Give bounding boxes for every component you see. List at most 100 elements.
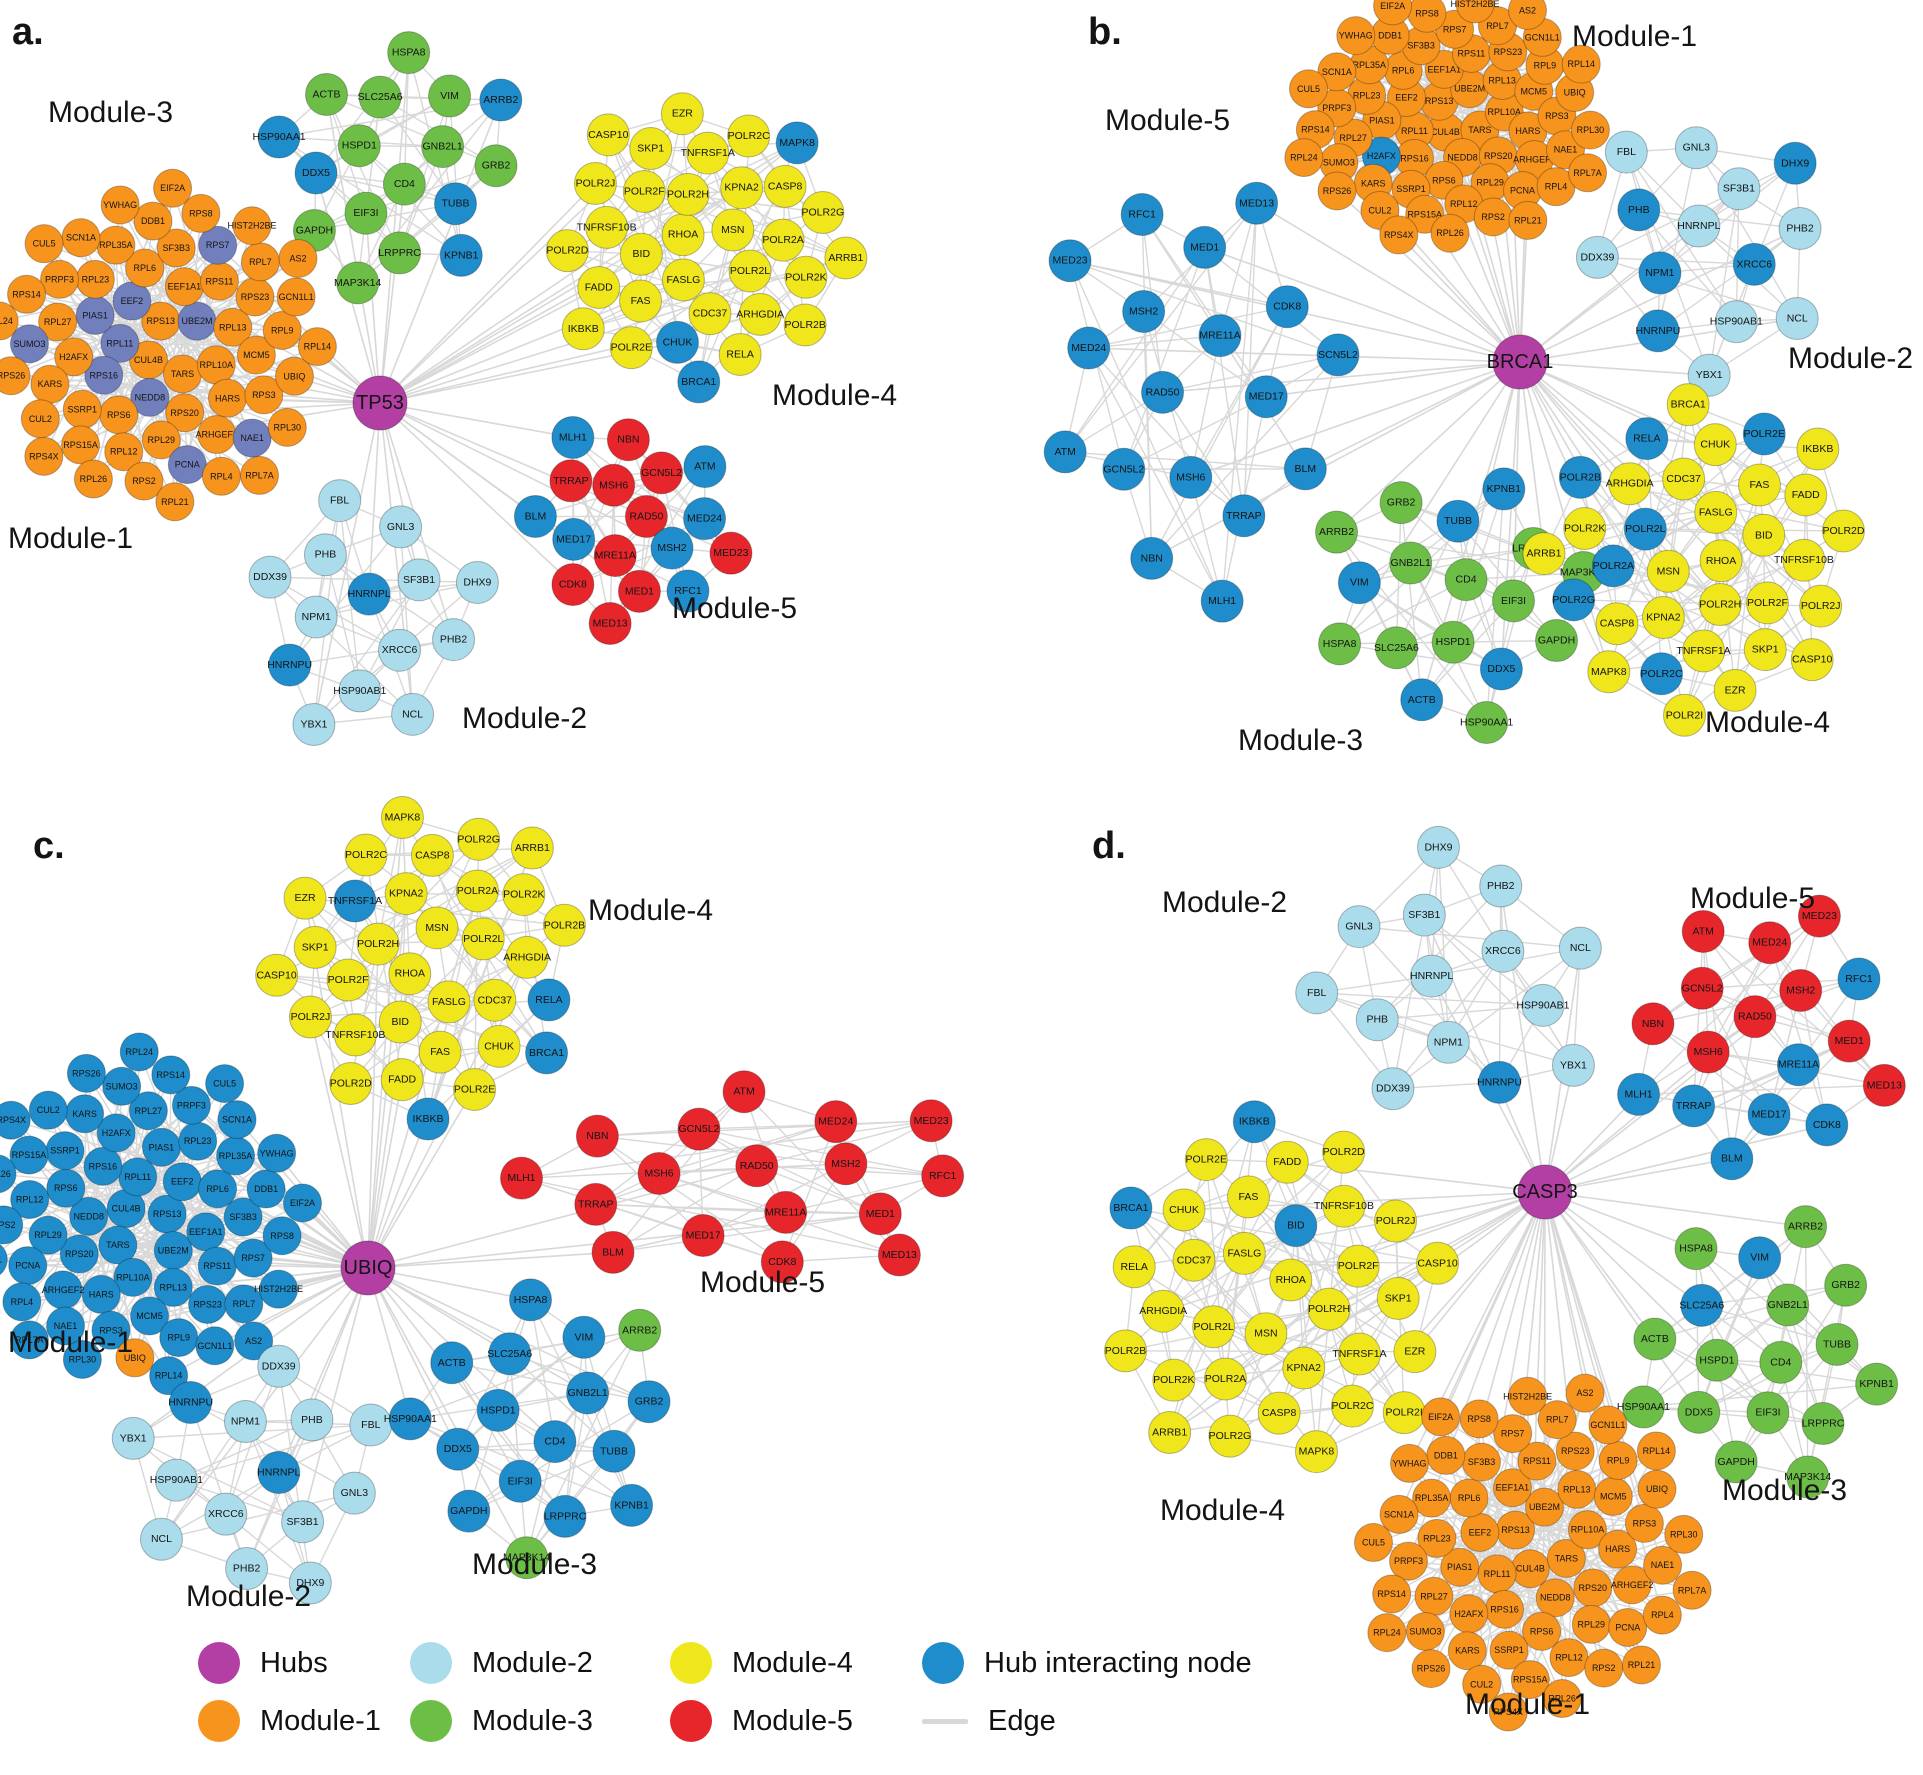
graph-node[interactable] [201, 456, 241, 496]
graph-node[interactable] [9, 1320, 49, 1360]
graph-node[interactable] [1322, 1184, 1366, 1228]
graph-node[interactable] [1682, 629, 1726, 673]
graph-node[interactable] [358, 75, 402, 119]
graph-node[interactable] [457, 817, 501, 861]
graph-node[interactable] [575, 1114, 619, 1158]
graph-node[interactable] [326, 958, 370, 1002]
graph-node[interactable] [1200, 579, 1244, 623]
graph-node[interactable] [1759, 1340, 1803, 1384]
graph-node[interactable] [153, 1267, 193, 1307]
graph-node[interactable] [406, 1097, 450, 1141]
graph-node[interactable] [1837, 957, 1881, 1001]
graph-node[interactable] [1337, 905, 1381, 949]
graph-node[interactable] [1608, 462, 1652, 506]
graph-node[interactable] [498, 1459, 542, 1503]
graph-node[interactable] [24, 436, 64, 476]
graph-node[interactable] [618, 1308, 662, 1352]
graph-node[interactable] [718, 332, 762, 376]
graph-node[interactable] [1162, 1188, 1206, 1232]
graph-node[interactable] [62, 1339, 102, 1379]
graph-node[interactable] [1507, 0, 1547, 30]
graph-node[interactable] [1551, 1043, 1595, 1087]
graph-node[interactable] [9, 324, 49, 364]
graph-node[interactable] [124, 461, 164, 501]
graph-node[interactable] [59, 1234, 99, 1274]
graph-node[interactable] [288, 1561, 332, 1605]
graph-node[interactable] [1183, 225, 1227, 269]
graph-node[interactable] [720, 166, 764, 210]
graph-node[interactable] [677, 360, 721, 404]
graph-node[interactable] [1643, 1545, 1683, 1585]
graph-node[interactable] [378, 231, 422, 275]
graph-node[interactable] [1674, 1227, 1718, 1271]
graph-node[interactable] [1631, 1002, 1675, 1046]
graph-node[interactable] [1714, 1440, 1758, 1484]
graph-node[interactable] [1617, 188, 1661, 232]
graph-node[interactable] [1714, 300, 1758, 344]
graph-node[interactable] [1743, 628, 1787, 672]
graph-node[interactable] [1778, 206, 1822, 250]
graph-node[interactable] [1257, 1391, 1301, 1435]
graph-node[interactable] [1595, 602, 1639, 646]
graph-node[interactable] [727, 114, 771, 158]
graph-node[interactable] [428, 74, 472, 118]
graph-node[interactable] [1307, 1287, 1351, 1331]
graph-node[interactable] [500, 1156, 544, 1200]
graph-node[interactable] [477, 1024, 521, 1068]
graph-node[interactable] [1488, 1692, 1528, 1732]
graph-node[interactable] [722, 1070, 766, 1114]
graph-node[interactable] [1827, 1019, 1871, 1063]
graph-node[interactable] [1801, 1402, 1845, 1446]
graph-node[interactable] [1565, 1373, 1605, 1413]
graph-node[interactable] [332, 1471, 376, 1515]
graph-node[interactable] [1371, 1067, 1415, 1111]
graph-node[interactable] [763, 164, 807, 208]
graph-node[interactable] [1568, 153, 1608, 193]
graph-node[interactable] [0, 301, 19, 341]
graph-node[interactable] [338, 669, 382, 713]
graph-node[interactable] [921, 1154, 965, 1198]
graph-node[interactable] [1575, 235, 1619, 279]
graph-node[interactable] [1623, 507, 1667, 551]
graph-node[interactable] [629, 127, 673, 171]
graph-node[interactable] [1598, 1440, 1638, 1480]
graph-node[interactable] [1680, 1283, 1724, 1327]
graph-node[interactable] [1510, 1660, 1550, 1700]
graph-node[interactable] [83, 1146, 123, 1186]
graph-node[interactable] [1588, 1405, 1628, 1445]
graph-node[interactable] [1269, 1258, 1313, 1302]
graph-node[interactable] [1172, 1238, 1216, 1282]
graph-node[interactable] [418, 1030, 462, 1074]
graph-node[interactable] [1672, 1084, 1716, 1128]
graph-node[interactable] [1284, 138, 1324, 178]
graph-node[interactable] [1295, 971, 1339, 1015]
graph-node[interactable] [1624, 1503, 1664, 1543]
graph-node[interactable] [1799, 584, 1843, 628]
graph-node[interactable] [336, 261, 380, 305]
graph-node[interactable] [1638, 251, 1682, 295]
graph-node[interactable] [1374, 1199, 1418, 1243]
graph-node[interactable] [1664, 1514, 1704, 1554]
graph-node[interactable] [588, 601, 632, 645]
graph-node[interactable] [1122, 289, 1166, 333]
graph-node[interactable] [198, 225, 238, 265]
graph-node[interactable] [225, 1546, 269, 1590]
graph-node[interactable] [96, 1113, 136, 1153]
graph-node[interactable] [1459, 1399, 1499, 1439]
graph-node[interactable] [640, 451, 684, 495]
graph-node[interactable] [1141, 370, 1185, 414]
graph-node[interactable] [171, 1085, 211, 1125]
graph-node[interactable] [1389, 1443, 1429, 1483]
graph-node[interactable] [113, 1257, 153, 1297]
graph-node[interactable] [1710, 1137, 1754, 1181]
graph-node[interactable] [1642, 1595, 1682, 1635]
graph-node[interactable] [232, 418, 272, 458]
graph-node[interactable] [111, 1416, 155, 1460]
graph-node[interactable] [0, 1154, 17, 1194]
graph-node[interactable] [415, 906, 459, 950]
graph-node[interactable] [1737, 463, 1781, 507]
graph-node[interactable] [1677, 1390, 1721, 1434]
graph-node[interactable] [1637, 1469, 1677, 1509]
graph-node[interactable] [1733, 995, 1777, 1039]
graph-node[interactable] [1493, 1414, 1533, 1454]
